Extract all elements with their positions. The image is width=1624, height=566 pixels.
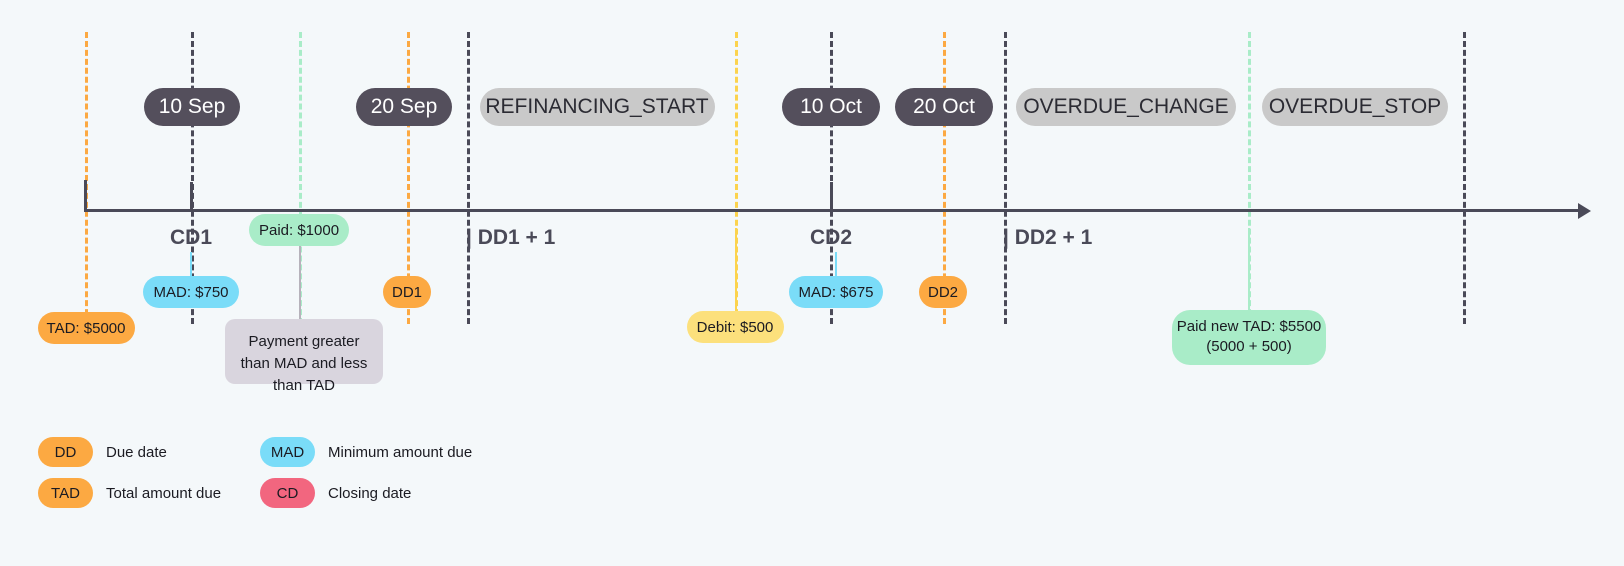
badge-mad-2[interactable]: MAD: $675 [789,276,883,308]
tad-guide [85,32,88,324]
pill-overdue-change[interactable]: OVERDUE_CHANGE [1016,88,1236,126]
caption-dd1-plus-1: | DD1 + 1 [466,226,556,249]
debit-guide [735,32,738,324]
connector-paid-new-tad [1248,228,1250,311]
pill-20-sep[interactable]: 20 Sep [356,88,452,126]
pill-refinancing-start[interactable]: REFINANCING_START [479,88,715,126]
caption-cd2: CD2 [809,226,853,249]
dd1-plus-1-guide [467,32,470,324]
badge-mad-1[interactable]: MAD: $750 [143,276,239,308]
legend-dd-label: Due date [106,444,167,461]
badge-debit[interactable]: Debit: $500 [686,311,784,343]
pill-20-oct[interactable]: 20 Oct [895,88,993,126]
legend-dd-chip: DD [38,437,93,467]
pill-10-oct[interactable]: 10 Oct [782,88,880,126]
caption-cd1: CD1 [169,226,213,249]
paid-new-tad-line-2: (5000 + 500) [1206,338,1292,356]
connector-paid-note [299,245,301,321]
paid-new-tad-guide [1248,32,1251,324]
connector-mad-1 [190,252,192,276]
axis-tick-cd1 [190,182,193,212]
legend-mad-label: Minimum amount due [328,444,473,461]
badge-paid-new-tad: Paid new TAD: $5500 (5000 + 500) [1172,310,1326,365]
badge-dd1[interactable]: DD1 [383,276,431,308]
axis-start-cap [84,180,87,212]
badge-tad[interactable]: TAD: $5000 [37,312,135,344]
pill-overdue-stop[interactable]: OVERDUE_STOP [1262,88,1448,126]
legend-cd-label: Closing date [328,485,412,502]
end-guide [1463,32,1466,324]
connector-debit [735,228,737,312]
dd2-guide [943,32,946,324]
legend-tad-chip: TAD [38,478,93,508]
paid-guide [299,32,302,324]
paid-new-tad-line-1: Paid new TAD: $5500 [1176,318,1322,335]
legend-mad-chip: MAD [260,437,315,467]
connector-mad-2 [835,252,837,276]
caption-dd2-plus-1: | DD2 + 1 [1003,226,1093,249]
dd2-plus-1-guide [1004,32,1007,324]
legend-cd-chip: CD [260,478,315,508]
note-payment-between-mad-and-tad: Payment greater than MAD and less than T… [225,319,383,394]
cd1-guide [191,32,194,324]
badge-dd2[interactable]: DD2 [919,276,967,308]
pill-10-sep[interactable]: 10 Sep [144,88,240,126]
badge-paid[interactable]: Paid: $1000 [249,214,349,246]
axis-arrow-head [1578,203,1591,219]
legend-tad-label: Total amount due [106,485,222,502]
cd2-guide [830,32,833,324]
dd1-guide [407,32,410,324]
axis-tick-cd2 [830,182,833,212]
